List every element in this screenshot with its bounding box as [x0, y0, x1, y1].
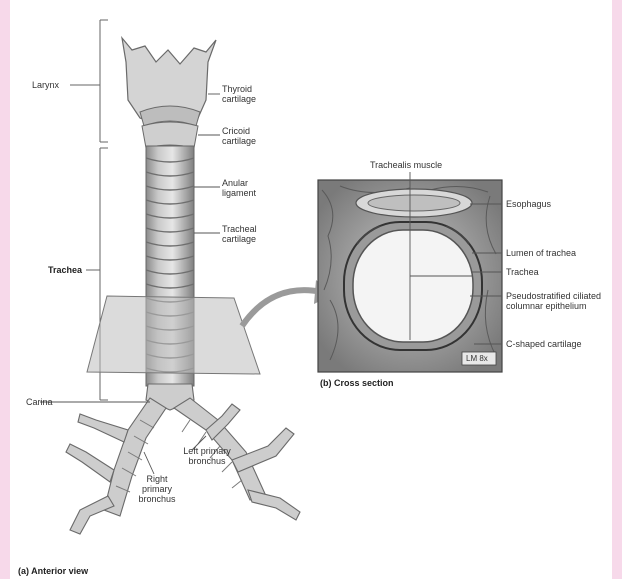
label-trachea-cross-section: Trachea	[506, 267, 539, 277]
label-right-primary-bronchus: Right primary bronchus	[136, 474, 178, 504]
label-cricoid-cartilage: Cricoid cartilage	[222, 126, 270, 146]
label-tracheal-cartilage: Tracheal cartilage	[222, 224, 270, 244]
label-magnification: LM 8x	[466, 354, 488, 364]
label-trachealis-muscle: Trachealis muscle	[370, 160, 442, 170]
label-left-primary-bronchus: Left primary bronchus	[178, 446, 236, 466]
label-c-shaped-cartilage: C-shaped cartilage	[506, 339, 582, 349]
larynx-shape	[122, 38, 216, 148]
label-larynx: Larynx	[32, 80, 59, 90]
label-anular-ligament: Anular ligament	[222, 178, 270, 198]
caption-anterior-view: (a) Anterior view	[18, 566, 88, 576]
label-esophagus: Esophagus	[506, 199, 551, 209]
larynx-bracket	[70, 20, 108, 142]
label-carina: Carina	[26, 397, 53, 407]
cutting-plane	[87, 296, 260, 374]
label-trachea: Trachea	[48, 265, 82, 275]
pointer-arrow	[242, 290, 322, 326]
anatomy-illustration	[10, 0, 612, 579]
caption-cross-section: (b) Cross section	[320, 378, 394, 388]
label-thyroid-cartilage: Thyroid cartilage	[222, 84, 270, 104]
label-epithelium: Pseudostratified ciliated columnar epith…	[506, 291, 602, 311]
figure-panel: Larynx Thyroid cartilage Cricoid cartila…	[10, 0, 612, 579]
label-lumen-of-trachea: Lumen of trachea	[506, 248, 576, 258]
